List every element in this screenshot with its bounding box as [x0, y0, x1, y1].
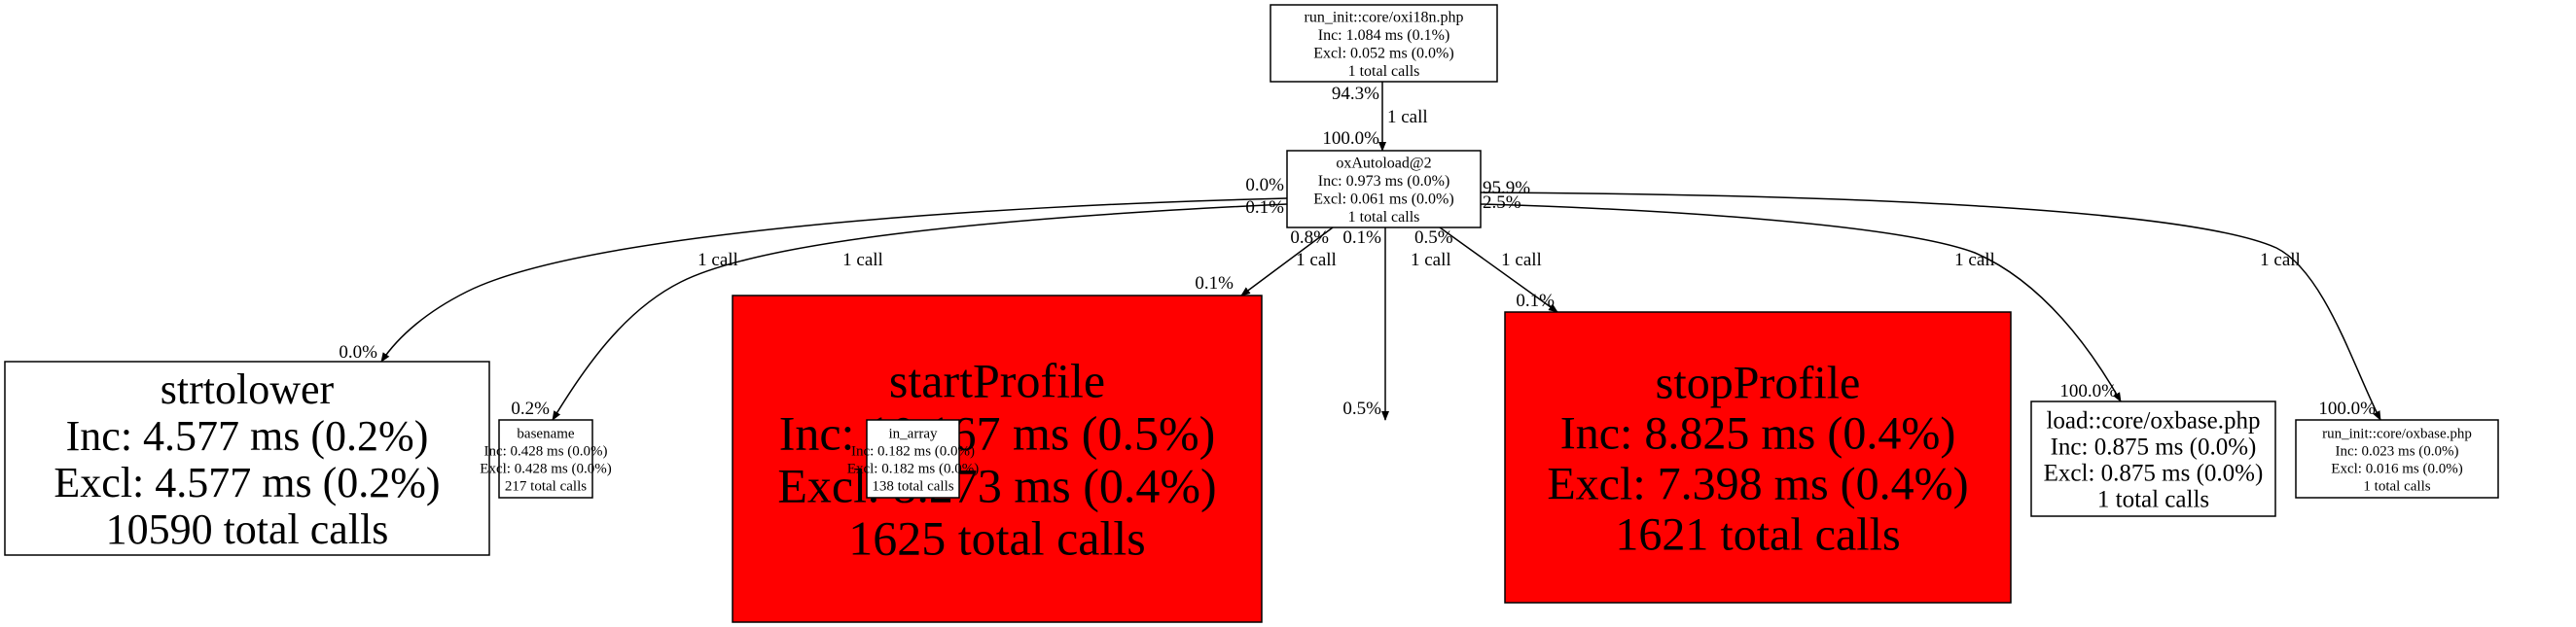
node-box [2295, 419, 2499, 499]
function-name: startProfile [889, 354, 1105, 408]
tail-percent: 2.5% [1483, 192, 1521, 213]
exclusive-time: Excl: 8.273 ms (0.4%) [777, 459, 1216, 513]
node-box [498, 419, 593, 499]
call-count-label: 1 call [2260, 250, 2301, 270]
edge-ox-to-basename: 0.1% 1 call 0.2% [511, 197, 1288, 421]
exclusive-time: Excl: 4.577 ms (0.2%) [54, 459, 440, 506]
function-name: in_array [889, 426, 938, 441]
head-percent: 100.0% [2059, 381, 2117, 401]
function-name: strtolower [161, 366, 335, 413]
edge-line [1480, 192, 2381, 421]
tail-percent: 0.1% [1342, 227, 1381, 248]
call-count-label: 1 call [1387, 107, 1428, 127]
inclusive-time: Inc: 8.825 ms (0.4%) [1560, 407, 1956, 459]
exclusive-time: Excl: 0.052 ms (0.0%) [1313, 45, 1453, 61]
tail-percent: 0.0% [1245, 175, 1284, 195]
total-calls: 217 total calls [505, 478, 587, 494]
head-percent: 100.0% [1322, 128, 1379, 149]
inclusive-time: Inc: 1.084 ms (0.1%) [1318, 27, 1450, 44]
node-box [2030, 401, 2276, 517]
inclusive-time: Inc: 0.182 ms (0.0%) [851, 443, 975, 459]
head-percent: 0.1% [1516, 291, 1555, 311]
call-count-label: 1 call [1296, 250, 1337, 270]
function-name: basename [517, 426, 574, 441]
total-calls: 1 total calls [1348, 209, 1420, 226]
tail-percent: 0.1% [1245, 197, 1284, 218]
head-percent: 0.2% [511, 399, 550, 419]
exclusive-time: Excl: 0.875 ms (0.0%) [2044, 460, 2264, 486]
inclusive-time: Inc: 0.875 ms (0.0%) [2051, 434, 2257, 460]
exclusive-time: Excl: 0.182 ms (0.0%) [847, 461, 979, 476]
edge-line [1439, 226, 1558, 313]
inclusive-time: Inc: 4.577 ms (0.2%) [66, 412, 429, 460]
head-percent: 0.5% [1342, 399, 1381, 419]
node-box [4, 361, 490, 556]
function-name: stopProfile [1656, 357, 1861, 408]
tail-percent: 94.3% [1332, 84, 1379, 104]
head-percent: 0.0% [339, 342, 377, 363]
exclusive-time: Excl: 7.398 ms (0.4%) [1547, 458, 1968, 509]
inclusive-time: Inc: 0.973 ms (0.0%) [1318, 173, 1450, 190]
edge-ox-to-startProfile: 0.8%1 call 0.1% [1195, 226, 1337, 296]
node-box [1270, 4, 1498, 83]
total-calls: 1 total calls [2097, 486, 2209, 512]
exclusive-time: Excl: 0.016 ms (0.0%) [2331, 461, 2462, 476]
node-box [732, 295, 1263, 623]
total-calls: 1 total calls [1348, 63, 1420, 80]
edge-ox-to-runinit_oxbase: 2.5% 1 call 100.0% [1480, 192, 2381, 421]
inclusive-time: Inc: 0.023 ms (0.0%) [2335, 443, 2458, 459]
total-calls: 1 total calls [2363, 478, 2430, 494]
function-name: load::core/oxbase.php [2046, 407, 2260, 434]
node-box [866, 419, 960, 499]
call-count-label: 1 call [1954, 250, 1995, 270]
inclusive-time: Inc: 0.428 ms (0.0%) [483, 443, 607, 459]
edge-top-to-ox: 94.3% 1 call 100.0% [1322, 82, 1428, 152]
tail-percent: 0.5% [1414, 227, 1453, 248]
call-count-label: 1 call [842, 250, 883, 270]
exclusive-time: Excl: 0.428 ms (0.0%) [480, 461, 611, 476]
head-percent: 0.1% [1195, 273, 1234, 294]
function-name: run_init::core/oxi18n.php [1305, 9, 1464, 25]
tail-percent: 0.8% [1290, 227, 1329, 248]
inclusive-time: Inc: 10.167 ms (0.5%) [779, 406, 1216, 461]
edge-line [380, 197, 1288, 363]
node-box [1504, 311, 2012, 604]
edge-line [552, 203, 1288, 421]
call-count-label: 1 call [1411, 250, 1451, 270]
function-name: oxAutoload@2 [1336, 155, 1431, 171]
total-calls: 10590 total calls [106, 505, 389, 553]
total-calls: 1625 total calls [848, 511, 1146, 566]
edge-line [1240, 226, 1334, 296]
edge-line [1480, 203, 2122, 402]
call-count-label: 1 call [1501, 250, 1542, 270]
total-calls: 1621 total calls [1615, 508, 1900, 560]
exclusive-time: Excl: 0.061 ms (0.0%) [1313, 191, 1453, 207]
total-calls: 138 total calls [872, 478, 953, 494]
node-box [1286, 150, 1482, 228]
head-percent: 100.0% [2318, 399, 2376, 419]
function-name: run_init::core/oxbase.php [2322, 426, 2472, 441]
